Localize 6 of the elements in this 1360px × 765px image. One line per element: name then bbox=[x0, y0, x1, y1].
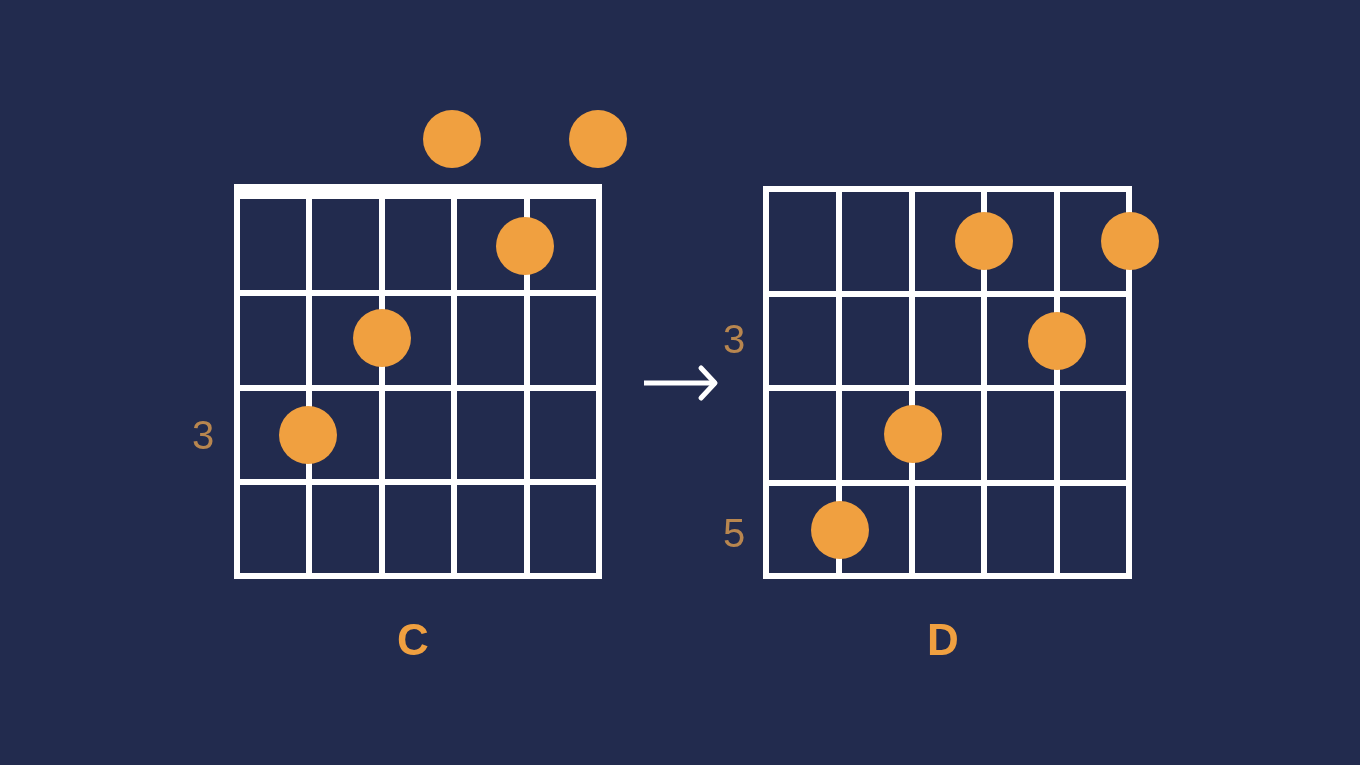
arrow bbox=[644, 365, 718, 401]
chord-name: C bbox=[397, 618, 429, 662]
fret-number: 3 bbox=[191, 415, 215, 455]
fret-number: 5 bbox=[722, 513, 746, 553]
chord-name: D bbox=[927, 618, 959, 662]
fret-number: 3 bbox=[722, 319, 746, 359]
